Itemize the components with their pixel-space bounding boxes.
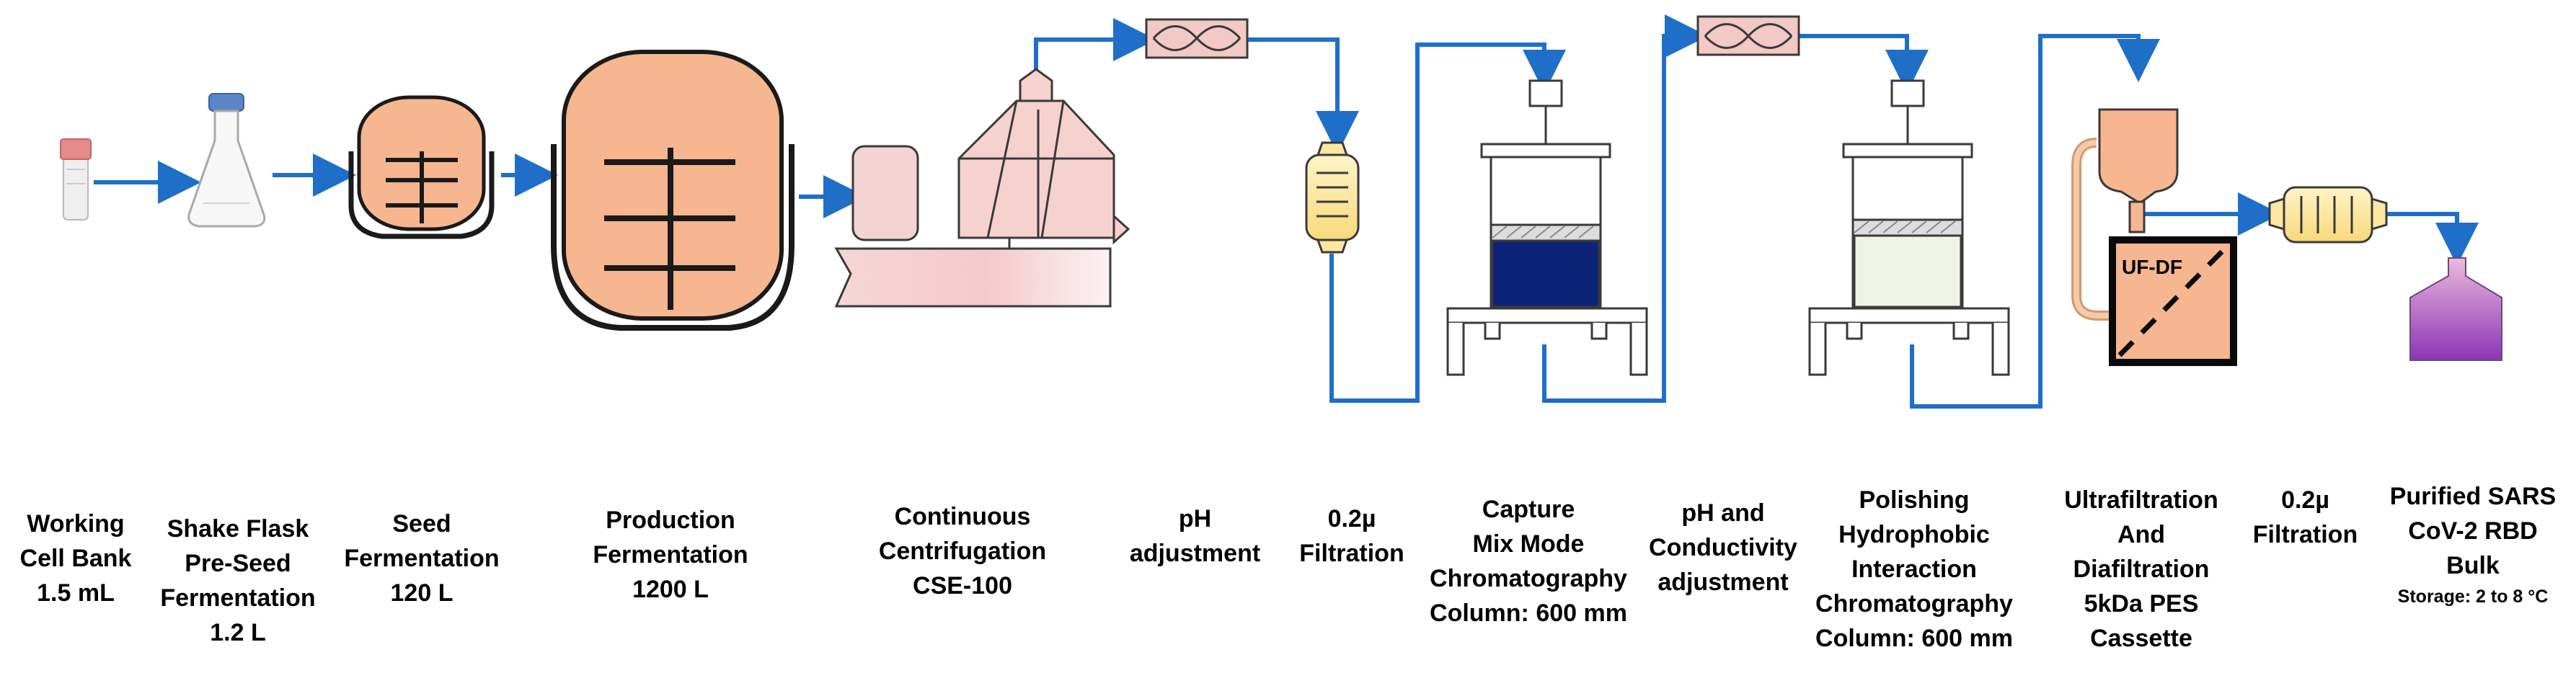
label-polishing-chromatography: Polishing Hydrophobic Interaction Chroma… xyxy=(1815,486,2013,652)
pipe-mixer2-to-polishing xyxy=(1799,34,1929,93)
ufdf-unit-icon xyxy=(2071,108,2237,366)
pipe-filter1-to-capture xyxy=(1329,43,1566,403)
label-seed-fermentation: Seed Fermentation 120 L xyxy=(344,510,500,607)
label-ph-adjustment: pH adjustment xyxy=(1129,505,1261,567)
label-filtration-2: 0.2µ Filtration xyxy=(2252,486,2358,548)
pipe-centrifuge-to-mixer1 xyxy=(1034,18,1156,78)
production-fermenter-icon xyxy=(551,50,795,331)
pipe-mixer1-to-filter1 xyxy=(1247,37,1359,154)
bulk-bottle-icon xyxy=(2409,257,2502,361)
centrifuge-icon xyxy=(834,68,1130,308)
label-capture-chromatography: Capture Mix Mode Chromatography Column: … xyxy=(1430,496,1627,627)
storage-note: Storage: 2 to 8 °C xyxy=(2397,587,2549,607)
ufdf-box-label: UF-DF xyxy=(2122,256,2182,278)
pipe-capture-to-mixer2 xyxy=(1542,14,1708,403)
filter-1-icon xyxy=(1305,141,1360,254)
label-purified-bulk: Purified SARS CoV-2 RBD Bulk Storage: 2 … xyxy=(2379,479,2567,610)
flow-arrows xyxy=(94,14,2479,409)
label-shake-flask: Shake Flask Pre-Seed Fermentation 1.2 L xyxy=(160,515,316,646)
filter-2-icon xyxy=(2268,186,2388,244)
label-ph-conductivity-adjustment: pH and Conductivity adjustment xyxy=(1649,499,1797,596)
polishing-column-icon xyxy=(1808,79,2010,376)
label-production-fermentation: Production Fermentation 1200 L xyxy=(593,507,748,603)
label-continuous-centrifugation: Continuous Centrifugation CSE-100 xyxy=(878,503,1047,600)
seed-fermenter-icon xyxy=(348,95,495,239)
shake-flask-icon xyxy=(187,93,266,228)
label-filtration-1: 0.2µ Filtration xyxy=(1299,505,1404,567)
inline-mixer-1-icon xyxy=(1145,18,1249,59)
label-ultrafiltration-diafiltration: Ultrafiltration And Diafiltration 5kDa P… xyxy=(2064,486,2218,652)
capture-column-icon xyxy=(1446,79,1648,376)
pipe-polishing-to-ufdf xyxy=(1910,34,2160,409)
pipe-filter2-to-bulk xyxy=(2386,212,2479,266)
inline-mixer-2-icon xyxy=(1696,15,1800,56)
label-working-cell-bank: Working Cell Bank 1.5 mL xyxy=(19,510,132,607)
cell-bank-vial-icon xyxy=(60,138,92,220)
